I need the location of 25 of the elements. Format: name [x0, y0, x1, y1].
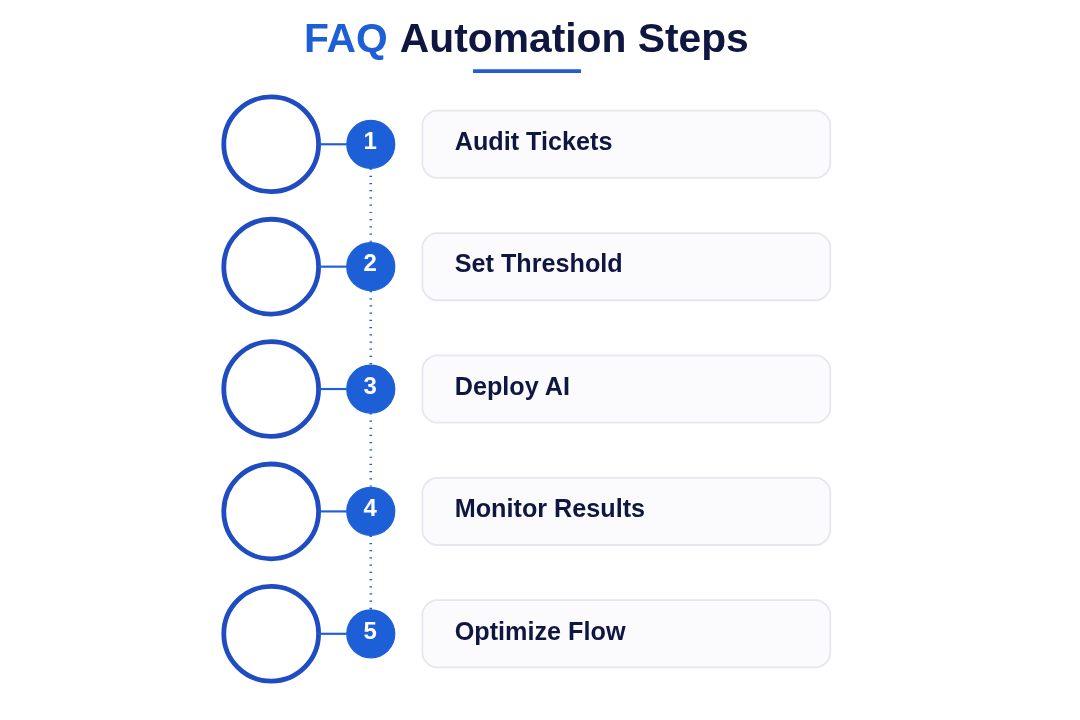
connector — [369, 413, 373, 488]
node-box: Deploy AI — [421, 354, 832, 424]
diagram-title: FAQ Automation Steps — [303, 14, 749, 61]
connector — [318, 510, 347, 513]
connector — [318, 387, 347, 391]
node-circle: 4 — [346, 486, 396, 536]
node-box: Audit Tickets — [421, 109, 832, 179]
node-circle: 3 — [346, 364, 396, 414]
connector — [369, 535, 373, 610]
node-circle — [221, 584, 321, 684]
connector — [318, 632, 347, 635]
connector — [369, 291, 373, 365]
node-box: Set Threshold — [421, 232, 832, 302]
node-circle — [221, 339, 321, 439]
node-circle: 2 — [346, 242, 396, 292]
node-circle: 5 — [346, 609, 396, 659]
connector — [318, 265, 347, 268]
node-box: Optimize Flow — [421, 599, 832, 669]
connector — [369, 168, 373, 243]
node-circle — [221, 216, 321, 317]
node-circle — [221, 94, 321, 195]
node-circle — [221, 461, 321, 562]
node-circle: 1 — [346, 119, 396, 169]
node-box: Monitor Results — [421, 476, 832, 546]
connector — [318, 143, 347, 146]
